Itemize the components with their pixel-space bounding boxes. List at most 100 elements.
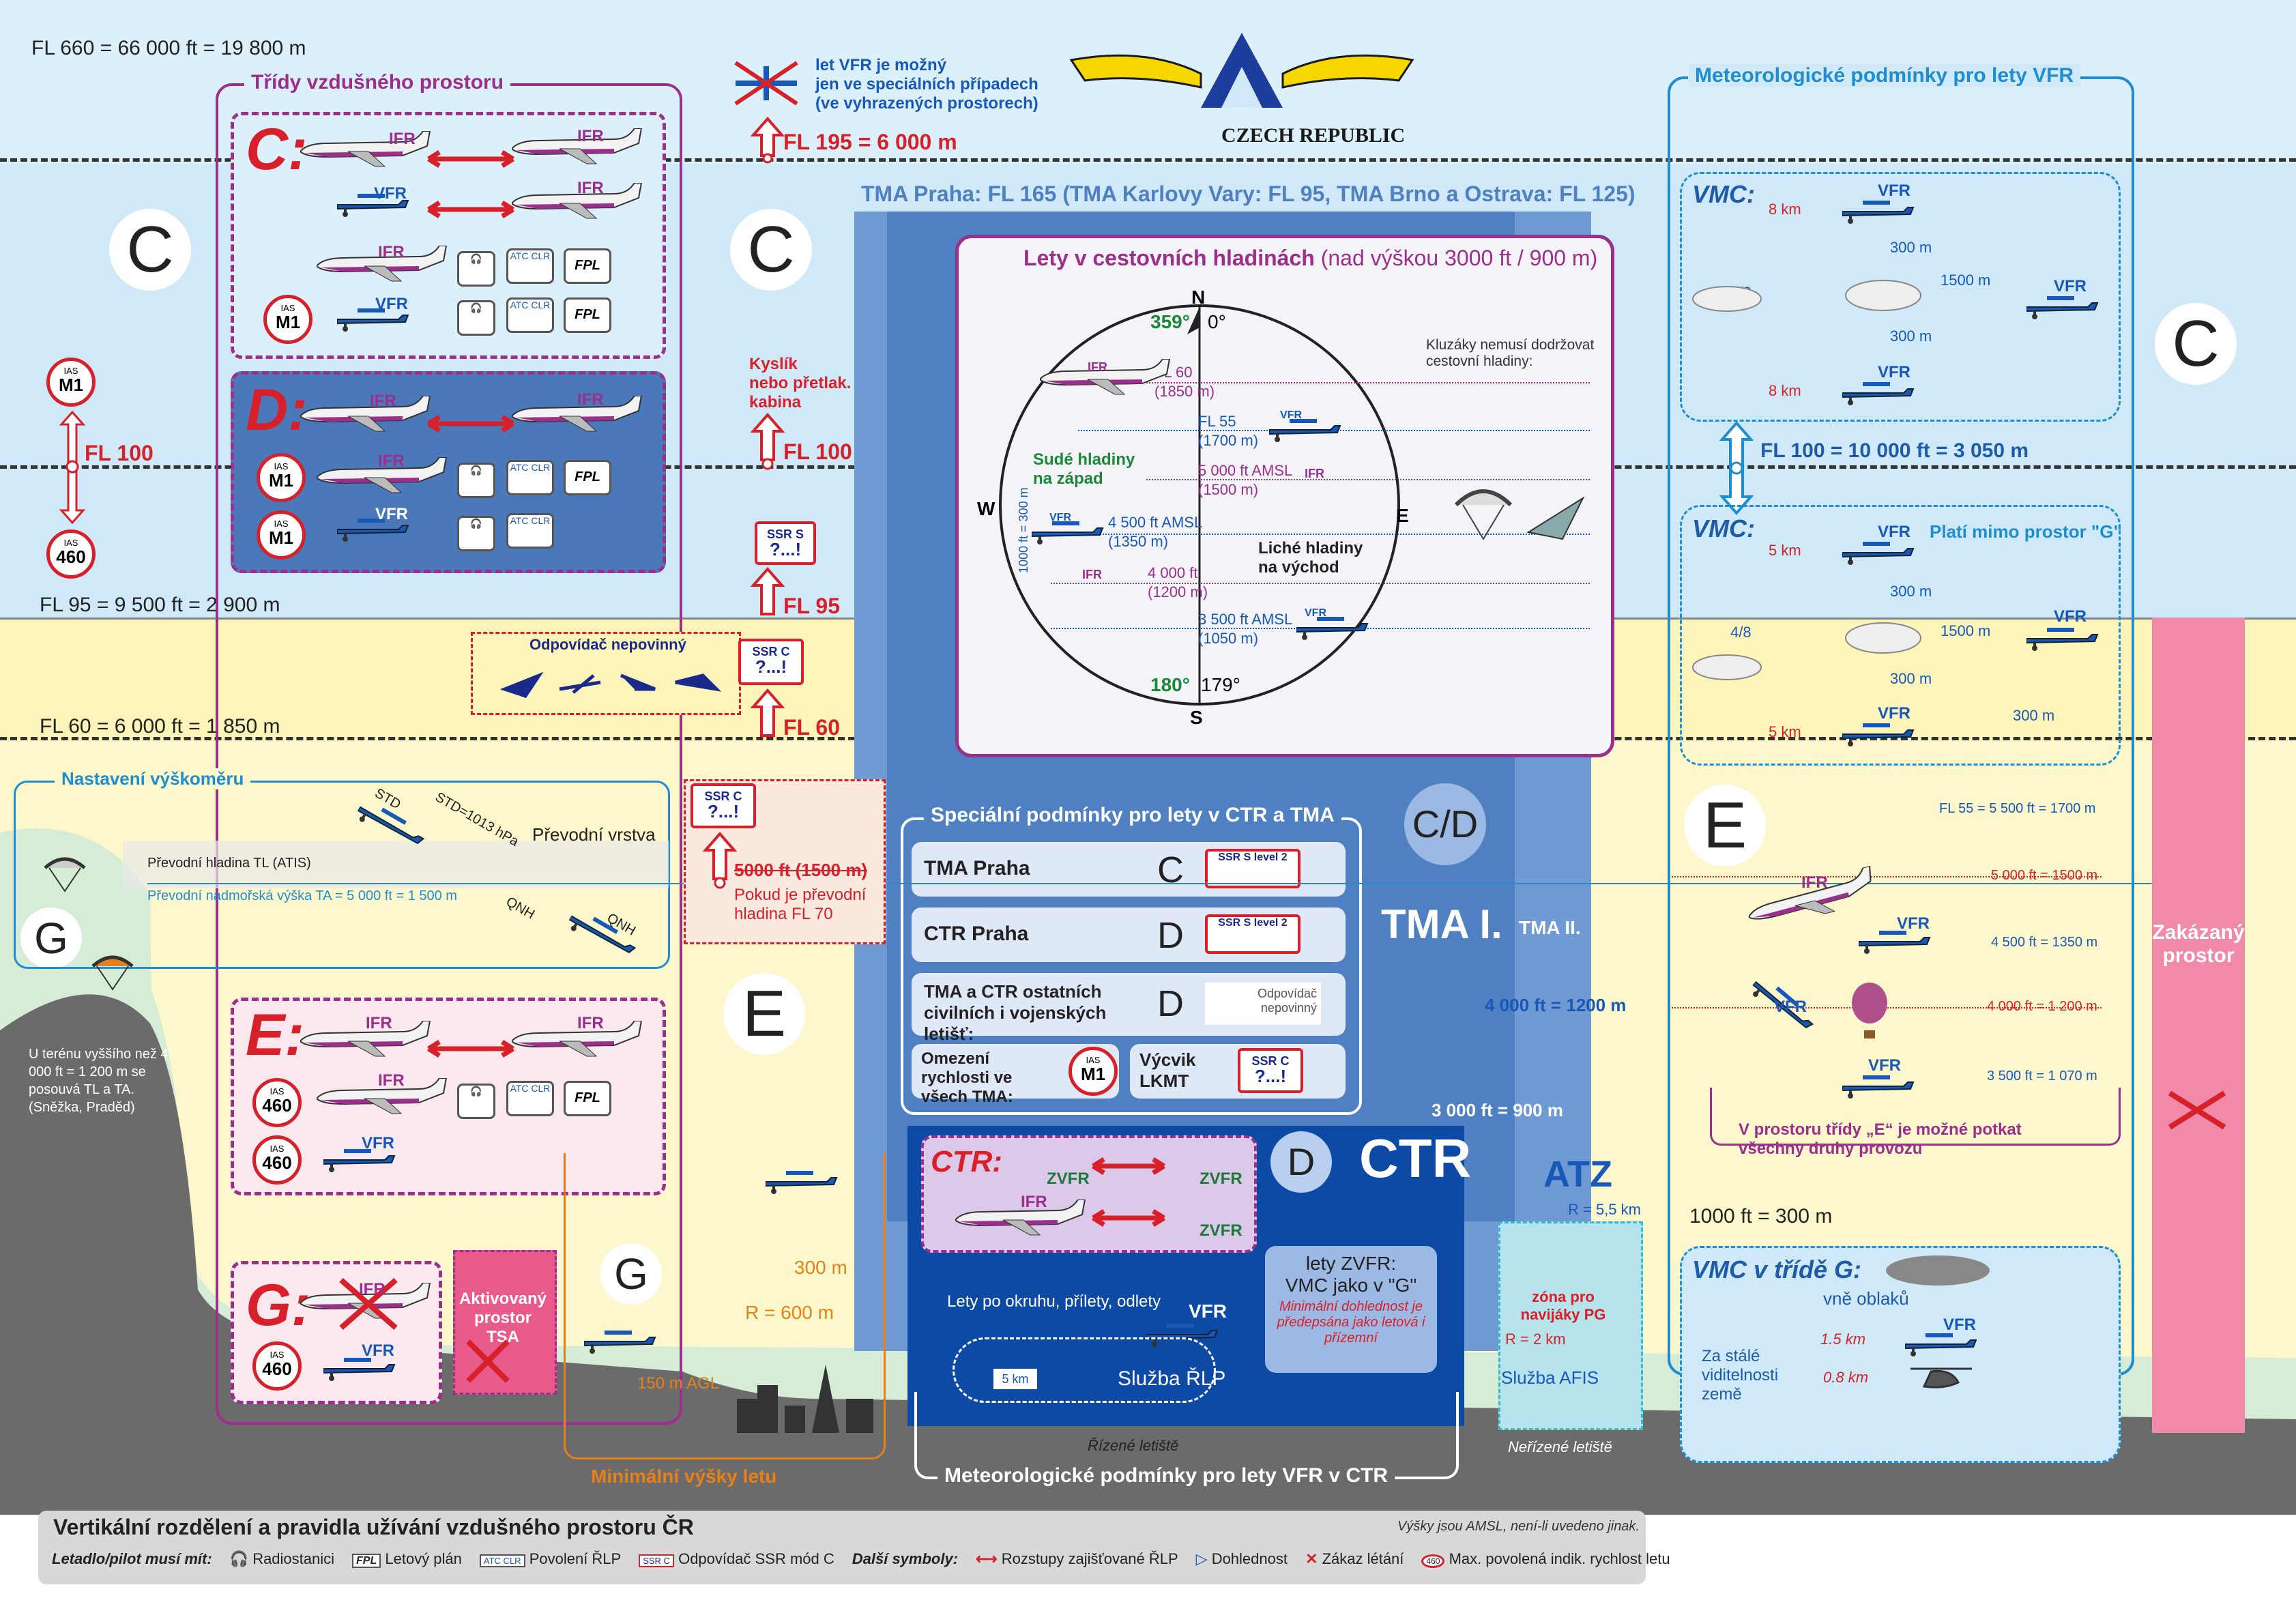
legend-must: Letadlo/pilot musí mít: [52,1550,212,1567]
m300-label: 300 m [2013,707,2055,724]
legend-other: Další symboly: [852,1550,959,1567]
ifr-tag: IFR [1305,467,1324,480]
compass-circle [999,304,1400,706]
ctr-class-letter: CTR: [931,1145,1003,1178]
ft5000-cruise-label: 5 000 ft AMSL [1198,462,1293,479]
outside-g-note: Platí mimo prostor "G" [1930,521,2122,542]
vmc-g-box [1680,1246,2121,1463]
outside-clouds: vně oblaků [1823,1288,1909,1309]
ban-cross-icon [339,1277,398,1331]
zvfr-vmc: VMC jako v "G" [1285,1275,1417,1296]
ssr-c-badge: SSR C?...! [1238,1048,1303,1093]
vfr-note-line1: let VFR je možný [815,56,947,74]
class-e-right-letter: E [1684,785,1766,867]
cruise-title: Lety v cestovních hladinách (nad výškou … [1023,246,1597,271]
ias-label: IAS [270,1350,285,1360]
up-arrow-icon [751,116,785,164]
tsa-box [453,1250,557,1395]
vfr-tag: VFR [1189,1301,1227,1322]
prohibited-text: Zakázaný prostor [2152,921,2245,967]
ifr-tag: IFR [378,452,405,470]
cruise-title-main: Lety v cestovních hladinách [1023,246,1315,270]
vis-8km: 8 km [1769,201,1801,218]
atc-clr-chip: ATC CLR [506,513,554,549]
special-row-name: TMA Praha [924,857,1030,880]
vfr-tag: VFR [2054,607,2087,626]
zvfr-box: lety ZVFR: VMC jako v "G" Minimální dohl… [1265,1246,1437,1373]
vfr-plane-icon [1905,1333,1977,1357]
vfr-plane-icon [2026,627,2098,652]
oxygen-line3: kabina [749,393,802,411]
ias-label: IAS [1086,1055,1101,1065]
class-e-letter: E: [246,1002,304,1068]
odd-levels: Liché hladiny na východ [1258,539,1363,577]
legend-maxspd: 460 Max. povolená indik. rychlost letu [1421,1550,1670,1568]
zvfr-title: lety ZVFR: [1305,1253,1397,1274]
transition-level: Převodní hladina TL (ATIS) [147,856,311,871]
transition-layer: Převodní vrstva [532,824,656,845]
radio-icon: 🎧 [457,251,495,287]
ban-cross-icon: ✕ [1305,1550,1318,1567]
ft5000-cruise: 5 000 ft AMSL(1500 m) [1198,461,1292,499]
legend-vis-label: Dohlednost [1211,1550,1288,1567]
tsa-text: Aktivovaný prostor TSA [459,1290,547,1346]
ta-note-line2: hladina FL 70 [734,905,833,923]
vfr-plane-icon [1842,723,1914,747]
vmc-title: Meteorologické podmínky pro lety VFR [1688,64,2081,87]
ft4000-cruise-line [1051,583,1590,584]
vis-1-5km: 1.5 km [1820,1331,1866,1348]
vmc-upper-label: VMC: [1692,180,1755,208]
vfr-tag: VFR [362,1341,394,1360]
e-right-5000-line [1672,876,2102,877]
vis-5km: 5 km [1769,723,1801,740]
ban-cross-icon [2168,1090,2226,1130]
ft4000-cruise: 4 000 ft(1200 m) [1148,564,1208,602]
special-row-other: TMA a CTR ostatních civilních i vojenský… [912,973,1346,1044]
ft4500-cruise: 4 500 ft AMSL(1350 m) [1108,513,1202,551]
tma-header: TMA Praha: FL 165 (TMA Karlovy Vary: FL … [861,181,1636,206]
class-d-ctr-letter: D [1270,1131,1332,1193]
e-right-note-frame [1710,1088,2121,1146]
ifr-jet-icon [300,396,431,432]
special-row-badge: SSR S level 2 [1205,849,1300,888]
special-row-ctr-praha: CTR Praha D SSR S level 2 [912,907,1346,962]
vfr-tag: VFR [1943,1316,1976,1334]
deg-179: 179° [1201,674,1240,695]
legend-atc-label: Povolení ŘLP [529,1550,622,1567]
ft1000-label: 1000 ft = 300 m [1689,1205,1833,1227]
m1-label: M1 [268,470,294,491]
oxygen-line2: nebo přetlak. [749,374,852,392]
helicopter-icon [1910,1367,1972,1389]
legend-sep-label: Rozstupy zajišťované ŘLP [1001,1550,1178,1567]
vertical-sep-label: 1000 ft = 300 m [1017,487,1030,573]
ssr-c-label: SSR C [704,789,742,803]
footer-legend: Letadlo/pilot musí mít: 🎧 Radiostanici F… [52,1550,1670,1568]
fpl-icon: FPL [352,1554,381,1568]
vfr-plane-icon [1842,381,1914,406]
separation-arrow-icon [427,415,514,433]
zvfr-tag: ZVFR [1047,1170,1090,1188]
m1-label: M1 [275,312,301,332]
fl60-mid-label: FL 60 [783,715,840,740]
ft3500-cruise-label: 3 500 ft AMSL [1198,611,1293,628]
vfr-plane-icon [766,1170,837,1195]
transponder-optional-title: Odpovídač nepovinný [529,636,686,653]
m1050-label: (1050 m) [1198,630,1259,647]
fl55-cruise: FL 55(1700 m) [1198,412,1258,450]
balloon-icon [1852,983,1887,1038]
altimeter-title: Nastavení výškoměru [55,768,251,789]
class-c-mid-letter: C [730,209,812,291]
ias-label: IAS [274,519,289,529]
logo-text: CZECH REPUBLIC [1221,124,1406,147]
agl150-label: 150 m AGL [637,1374,720,1393]
vfr-tag: VFR [374,184,407,203]
vfr-tag: VFR [362,1134,394,1152]
ssr-q-label: ?...! [707,801,740,822]
vfr-plane-icon [584,1330,656,1354]
ft4500-cruise-label: 4 500 ft AMSL [1108,514,1203,531]
